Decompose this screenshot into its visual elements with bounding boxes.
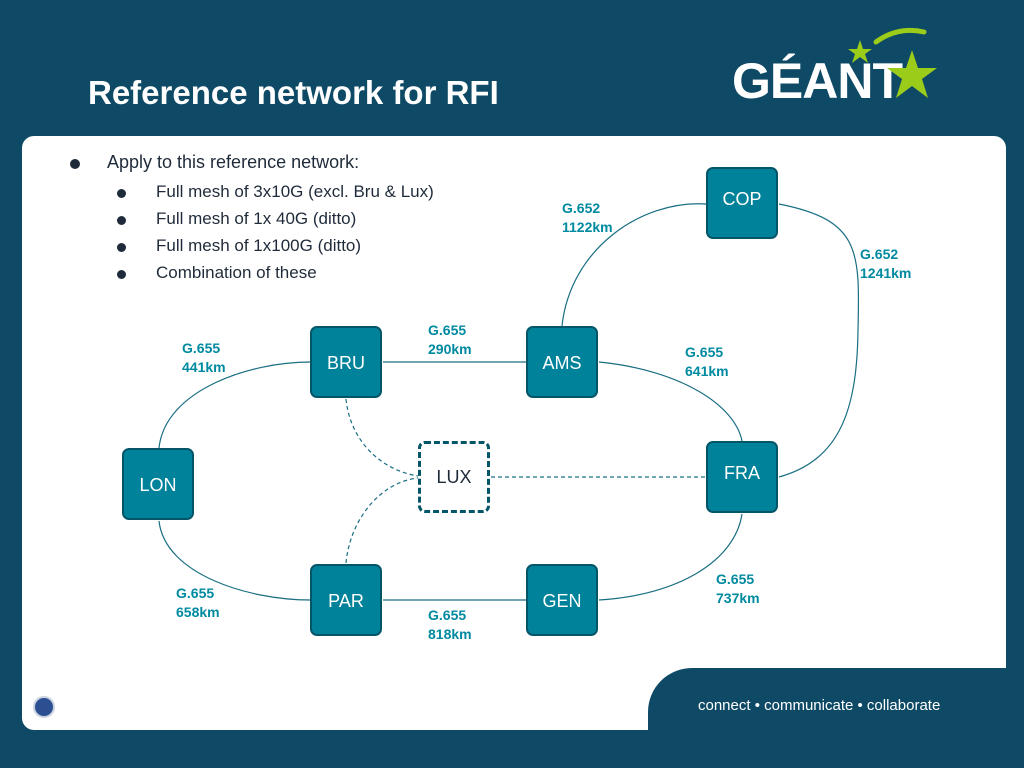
link-lon-bru [158,361,311,449]
logo-stars-icon [848,27,937,98]
link-ams-cop [561,203,707,327]
home-icon[interactable] [33,696,55,718]
node-gen[interactable]: GEN [526,564,598,636]
bullet-sub-text: Full mesh of 3x10G (excl. Bru & Lux) [156,182,434,201]
slide-title: Reference network for RFI [88,74,499,111]
bullet-main-text: Apply to this reference network: [107,152,360,172]
link-ams-fra [598,361,743,442]
link-bru-lux [345,398,419,477]
bullet-sub-text: Full mesh of 1x100G (ditto) [156,236,362,255]
bullet-sub-text: Full mesh of 1x 40G (ditto) [156,209,357,228]
footer-tab [648,668,1024,768]
node-bru[interactable]: BRU [310,326,382,398]
link-cop-fra [778,203,860,478]
node-ams[interactable]: AMS [526,326,598,398]
tagline: connect • communicate • collaborate [698,697,941,714]
link-par-lux [345,477,419,564]
link-gen-fra [598,513,743,601]
node-cop[interactable]: COP [706,167,778,239]
bullet-sub-text: Combination of these [156,263,317,282]
content-panel [22,136,1006,730]
link-lon-par [158,520,311,601]
geant-logo: GÉANT [732,53,903,109]
node-lon[interactable]: LON [122,448,194,520]
node-lux[interactable]: LUX [418,441,490,513]
node-fra[interactable]: FRA [706,441,778,513]
node-par[interactable]: PAR [310,564,382,636]
